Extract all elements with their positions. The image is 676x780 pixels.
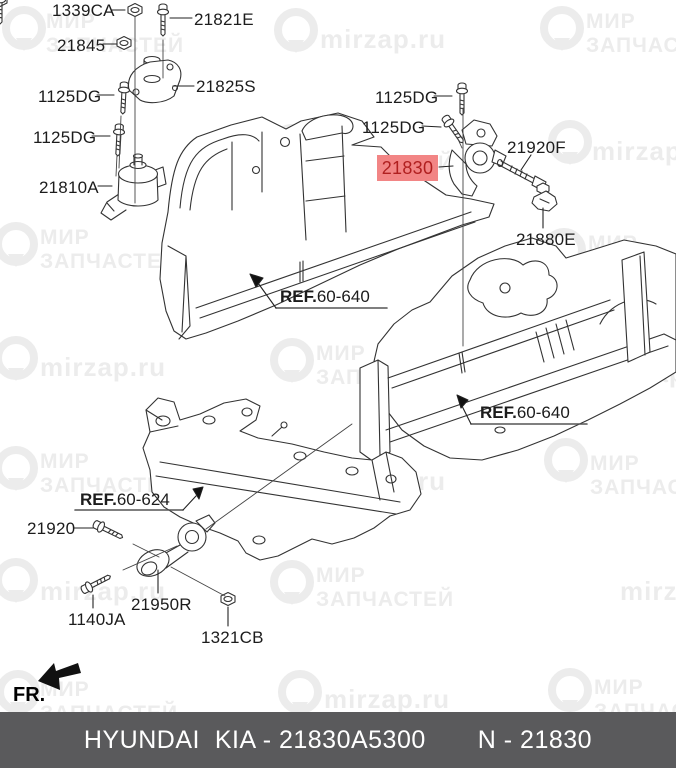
footer-brand-part-number: HYUNDAI KIA - 21830A5300 xyxy=(83,725,426,754)
watermark-pin-icon xyxy=(278,670,322,715)
watermark-site-text: mirzap.ru xyxy=(40,352,167,382)
ref-label-60-624: REF.60-624 xyxy=(80,490,170,509)
fasteners xyxy=(0,0,132,51)
left-apron-assembly xyxy=(149,112,495,340)
part-label-1125DG: 1125DG xyxy=(33,128,97,147)
part-label-21825S: 21825S xyxy=(196,77,256,96)
part-label-1140JA: 1140JA xyxy=(68,610,126,629)
highlighted-part-badge[interactable]: 21830 xyxy=(377,155,438,181)
part-label-1125DG: 1125DG xyxy=(362,118,426,137)
footer-bar: HYUNDAI KIA - 21830A5300 N - 21830 xyxy=(0,712,676,768)
right-apron-assembly xyxy=(359,237,676,463)
ref-label-60-640: REF.60-640 xyxy=(280,287,370,306)
watermark-pin-icon xyxy=(270,338,314,383)
part-label-21920: 21920 xyxy=(27,519,76,538)
watermark-site-text: mirzap.ru xyxy=(40,576,167,606)
front-direction-label: FR. xyxy=(13,684,46,706)
assembly-axis-lines xyxy=(115,16,464,597)
watermark-pin-icon xyxy=(0,222,38,267)
watermark-pin-icon xyxy=(544,438,588,483)
ref-leaders xyxy=(74,307,588,511)
front-direction-arrow-icon xyxy=(38,663,81,690)
watermark-pin-icon xyxy=(2,6,46,51)
watermark-pin-icon xyxy=(0,446,38,491)
part-label-21950R: 21950R xyxy=(131,595,192,614)
bracket-21880E xyxy=(531,182,558,212)
watermark-pin-icon xyxy=(540,6,584,51)
watermark-pin-icon xyxy=(0,558,38,603)
watermark-site-text: mirzap.ru xyxy=(324,684,451,714)
part-label-1321CB: 1321CB xyxy=(201,628,264,647)
watermark-pin-icon xyxy=(270,560,314,605)
part-label-1125DG: 1125DG xyxy=(375,88,439,107)
part-label-21821E: 21821E xyxy=(194,10,254,29)
engine-mount-part xyxy=(100,153,159,221)
part-label-21880E: 21880E xyxy=(516,230,576,249)
roll-rod-part xyxy=(136,514,216,577)
leader-lines xyxy=(73,9,544,627)
ref-arrows xyxy=(182,273,472,511)
watermark-site-text: mirzap. xyxy=(620,576,676,606)
part-label-1125DG: 1125DG xyxy=(38,87,102,106)
ref-label-60-640: REF.60-640 xyxy=(480,403,570,422)
part-label-1339CA: 1339CA xyxy=(52,1,115,20)
watermark-pin-icon xyxy=(0,336,38,381)
watermark-pin-icon xyxy=(0,670,40,715)
watermark-pin-icon xyxy=(274,8,318,53)
footer-catalog-number: N - 21830 xyxy=(477,725,593,754)
watermark-pin-icon xyxy=(548,120,592,165)
part-label-21845: 21845 xyxy=(57,36,106,55)
watermark-pin-icon xyxy=(548,668,592,713)
part-label-21920F: 21920F xyxy=(507,138,566,157)
part-label-21810A: 21810A xyxy=(39,178,99,197)
watermark-site-text: mirzap.ru xyxy=(320,24,447,54)
watermark-site-text: mirzap. xyxy=(592,136,676,166)
